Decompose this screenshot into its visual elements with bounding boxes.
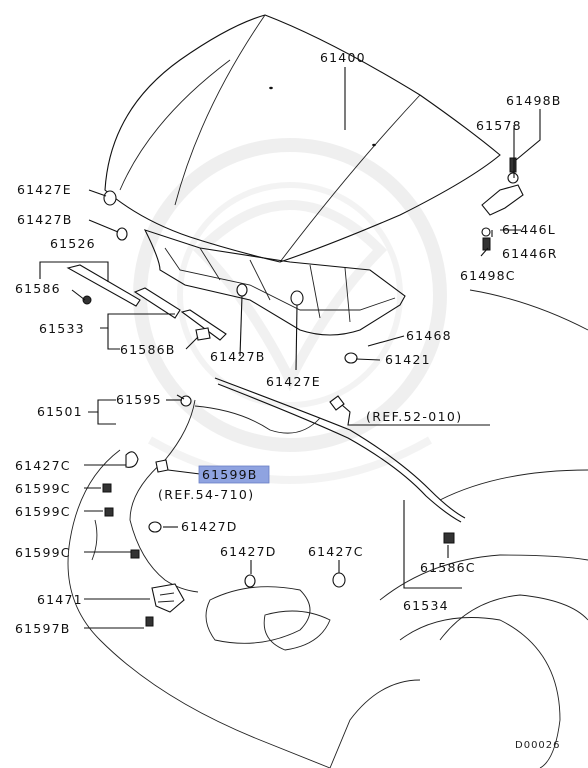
callout-61586c[interactable]: 61586C [420, 560, 476, 575]
callout-61526[interactable]: 61526 [50, 236, 96, 251]
callout-61599b[interactable]: 61599B [202, 467, 258, 482]
callout-61599c-2[interactable]: 61599C [15, 504, 71, 519]
callout-61534[interactable]: 61534 [403, 598, 449, 613]
callout-61578[interactable]: 61578 [476, 118, 522, 133]
callout-61421[interactable]: 61421 [385, 352, 431, 367]
vehicle-body-outline [67, 289, 588, 768]
callout-61597b[interactable]: 61597B [15, 621, 71, 636]
ref-52-010[interactable]: (REF.52-010) [366, 409, 463, 424]
callout-61427e-center[interactable]: 61427E [266, 374, 321, 389]
diagram-code: D00026 [515, 740, 561, 751]
callout-61427b-center[interactable]: 61427B [210, 349, 266, 364]
callout-61586b[interactable]: 61586B [120, 342, 176, 357]
callout-61427e-top[interactable]: 61427E [17, 182, 72, 197]
highlight-box [198, 465, 270, 484]
ref-54-710[interactable]: (REF.54-710) [158, 487, 255, 502]
callout-labels: 61400 61498B 61578 61427E 61427B 61446L … [15, 50, 562, 751]
callout-61468[interactable]: 61468 [406, 328, 452, 343]
callout-61533[interactable]: 61533 [39, 321, 85, 336]
hood-latch [145, 583, 185, 627]
hood-panel [104, 14, 501, 336]
weatherstrip [214, 377, 466, 544]
callout-61427b-top[interactable]: 61427B [17, 212, 73, 227]
callout-61427d-left[interactable]: 61427D [181, 519, 238, 534]
callout-61427c-left[interactable]: 61427C [15, 458, 71, 473]
callout-61501[interactable]: 61501 [37, 404, 83, 419]
leader-lines [39, 67, 541, 629]
callout-61599c-3[interactable]: 61599C [15, 545, 71, 560]
callout-61498c[interactable]: 61498C [460, 268, 516, 283]
hood-bumpers [103, 190, 358, 364]
callout-61400[interactable]: 61400 [320, 50, 366, 65]
callout-61446r[interactable]: 61446R [502, 246, 558, 261]
callout-61586[interactable]: 61586 [15, 281, 61, 296]
callout-61427c-center[interactable]: 61427C [308, 544, 364, 559]
callout-61427d-center[interactable]: 61427D [220, 544, 277, 559]
callout-61498b[interactable]: 61498B [506, 93, 562, 108]
callout-61595[interactable]: 61595 [116, 392, 162, 407]
front-seals [66, 264, 227, 341]
callout-61599c-1[interactable]: 61599C [15, 481, 71, 496]
callout-61446l[interactable]: 61446L [502, 222, 556, 237]
release-cable [102, 395, 346, 593]
callout-61471[interactable]: 61471 [37, 592, 83, 607]
